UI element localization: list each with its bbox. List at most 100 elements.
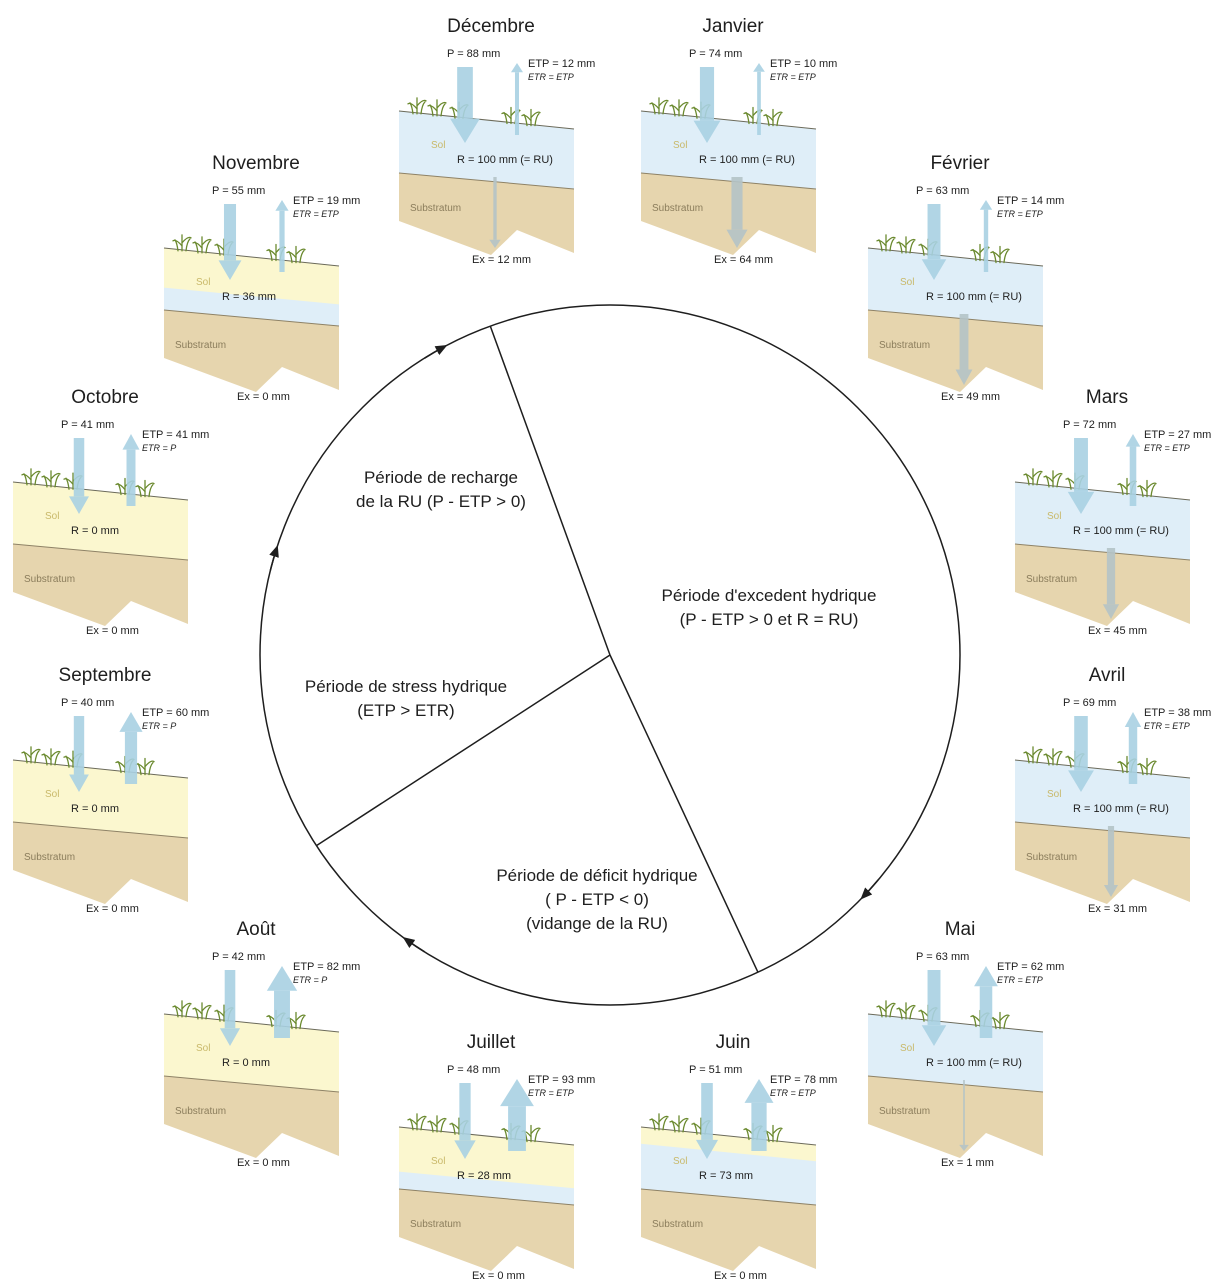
etp-value: ETP = 82 mm — [293, 961, 360, 973]
excess-value: Ex = 0 mm — [86, 625, 139, 637]
substratum-label: Substratum — [24, 574, 75, 585]
etp-value: ETP = 93 mm — [528, 1074, 595, 1086]
soil-substratum-line — [163, 309, 340, 327]
precipitation-value: P = 74 mm — [689, 48, 742, 60]
reserve-value: R = 73 mm — [699, 1170, 753, 1182]
sol-label: Sol — [431, 1156, 445, 1167]
month-title: Mars — [1086, 387, 1128, 408]
sol-label: Sol — [1047, 511, 1061, 522]
precipitation-arrow — [69, 438, 89, 514]
water-reservoir — [399, 111, 574, 189]
sol-label: Sol — [900, 277, 914, 288]
period-divider-line — [316, 654, 611, 847]
substratum-layer — [13, 544, 188, 626]
reserve-value: R = 100 mm (= RU) — [1073, 525, 1169, 537]
reserve-value: R = 36 mm — [222, 291, 276, 303]
excess-value: Ex = 49 mm — [941, 391, 1000, 403]
cycle-direction-arrow — [269, 544, 279, 571]
plant-icon — [172, 1000, 192, 1018]
precipitation-value: P = 51 mm — [689, 1064, 742, 1076]
soil-substratum-line — [640, 172, 817, 190]
period-label-line: Période d'excedent hydrique — [662, 586, 877, 605]
excess-value: Ex = 64 mm — [714, 254, 773, 266]
reserve-value: R = 28 mm — [457, 1170, 511, 1182]
period-label-excedent: Période d'excedent hydrique (P - ETP > 0 … — [662, 586, 877, 629]
etp-value: ETP = 12 mm — [528, 58, 595, 70]
plant-icon — [135, 479, 155, 498]
precipitation-arrow — [454, 1083, 476, 1159]
plant-icon — [427, 1115, 447, 1133]
etr-relation: ETR = ETP — [770, 72, 816, 82]
reserve-value: R = 100 mm (= RU) — [926, 291, 1022, 303]
plant-icon — [1137, 757, 1157, 776]
excess-value: Ex = 45 mm — [1088, 625, 1147, 637]
reserve-value: R = 0 mm — [71, 803, 119, 815]
month-title: Juillet — [467, 1032, 516, 1053]
etp-value: ETP = 38 mm — [1144, 707, 1211, 719]
precipitation-arrow — [218, 204, 242, 280]
etp-value: ETP = 78 mm — [770, 1074, 837, 1086]
substratum-layer — [164, 1076, 339, 1158]
plant-icon — [1043, 748, 1063, 766]
plant-icon — [896, 236, 916, 254]
soil-substratum-line — [12, 543, 189, 561]
water-reservoir — [868, 248, 1043, 326]
substratum-layer — [13, 822, 188, 904]
ground-surface-line — [1014, 759, 1191, 779]
soil-substratum-line — [640, 1188, 817, 1206]
evapotranspiration-arrow — [974, 966, 998, 1038]
etp-value: ETP = 41 mm — [142, 429, 209, 441]
water-reservoir — [868, 1014, 1043, 1092]
excess-drainage-arrow — [726, 177, 748, 248]
plant-icon — [286, 245, 306, 264]
sol-label: Sol — [196, 1043, 210, 1054]
ground-surface-line — [1014, 481, 1191, 501]
excess-drainage-arrow — [959, 1080, 969, 1151]
month-title: Décembre — [447, 16, 535, 37]
plant-icon — [1137, 479, 1157, 498]
reserve-value: R = 100 mm (= RU) — [1073, 803, 1169, 815]
precipitation-value: P = 72 mm — [1063, 419, 1116, 431]
substratum-layer — [1015, 822, 1190, 904]
ground-surface-line — [398, 110, 575, 130]
plant-icon — [41, 748, 61, 766]
plant-icon — [1023, 746, 1043, 764]
month-title: Octobre — [71, 387, 139, 408]
plant-icon — [135, 757, 155, 776]
plant-icon — [876, 234, 896, 252]
month-title: Janvier — [702, 16, 764, 37]
ground-surface-line — [12, 481, 189, 501]
soil-substratum-line — [163, 1075, 340, 1093]
cycle-direction-arrow — [860, 879, 879, 900]
etp-value: ETP = 10 mm — [770, 58, 837, 70]
plant-icon — [896, 1002, 916, 1020]
substratum-label: Substratum — [175, 340, 226, 351]
substratum-label: Substratum — [175, 1106, 226, 1117]
excess-value: Ex = 0 mm — [237, 1157, 290, 1169]
ground-surface-line — [640, 110, 817, 130]
precipitation-arrow — [693, 67, 721, 143]
excess-drainage-arrow — [1103, 826, 1119, 897]
precipitation-arrow — [450, 67, 480, 143]
precipitation-arrow — [1067, 438, 1095, 514]
plant-icon — [990, 1011, 1010, 1030]
evapotranspiration-arrow — [1124, 712, 1142, 784]
month-title: Juin — [716, 1032, 751, 1053]
soil-substratum-line — [12, 821, 189, 839]
substratum-label: Substratum — [652, 203, 703, 214]
precipitation-value: P = 88 mm — [447, 48, 500, 60]
period-label-line: (P - ETP > 0 et R = RU) — [680, 610, 859, 629]
precipitation-value: P = 48 mm — [447, 1064, 500, 1076]
etr-relation: ETR = P — [142, 443, 176, 453]
precipitation-value: P = 41 mm — [61, 419, 114, 431]
period-label-line: (ETP > ETR) — [357, 701, 454, 720]
reserve-value: R = 100 mm (= RU) — [699, 154, 795, 166]
precipitation-arrow — [921, 970, 947, 1046]
